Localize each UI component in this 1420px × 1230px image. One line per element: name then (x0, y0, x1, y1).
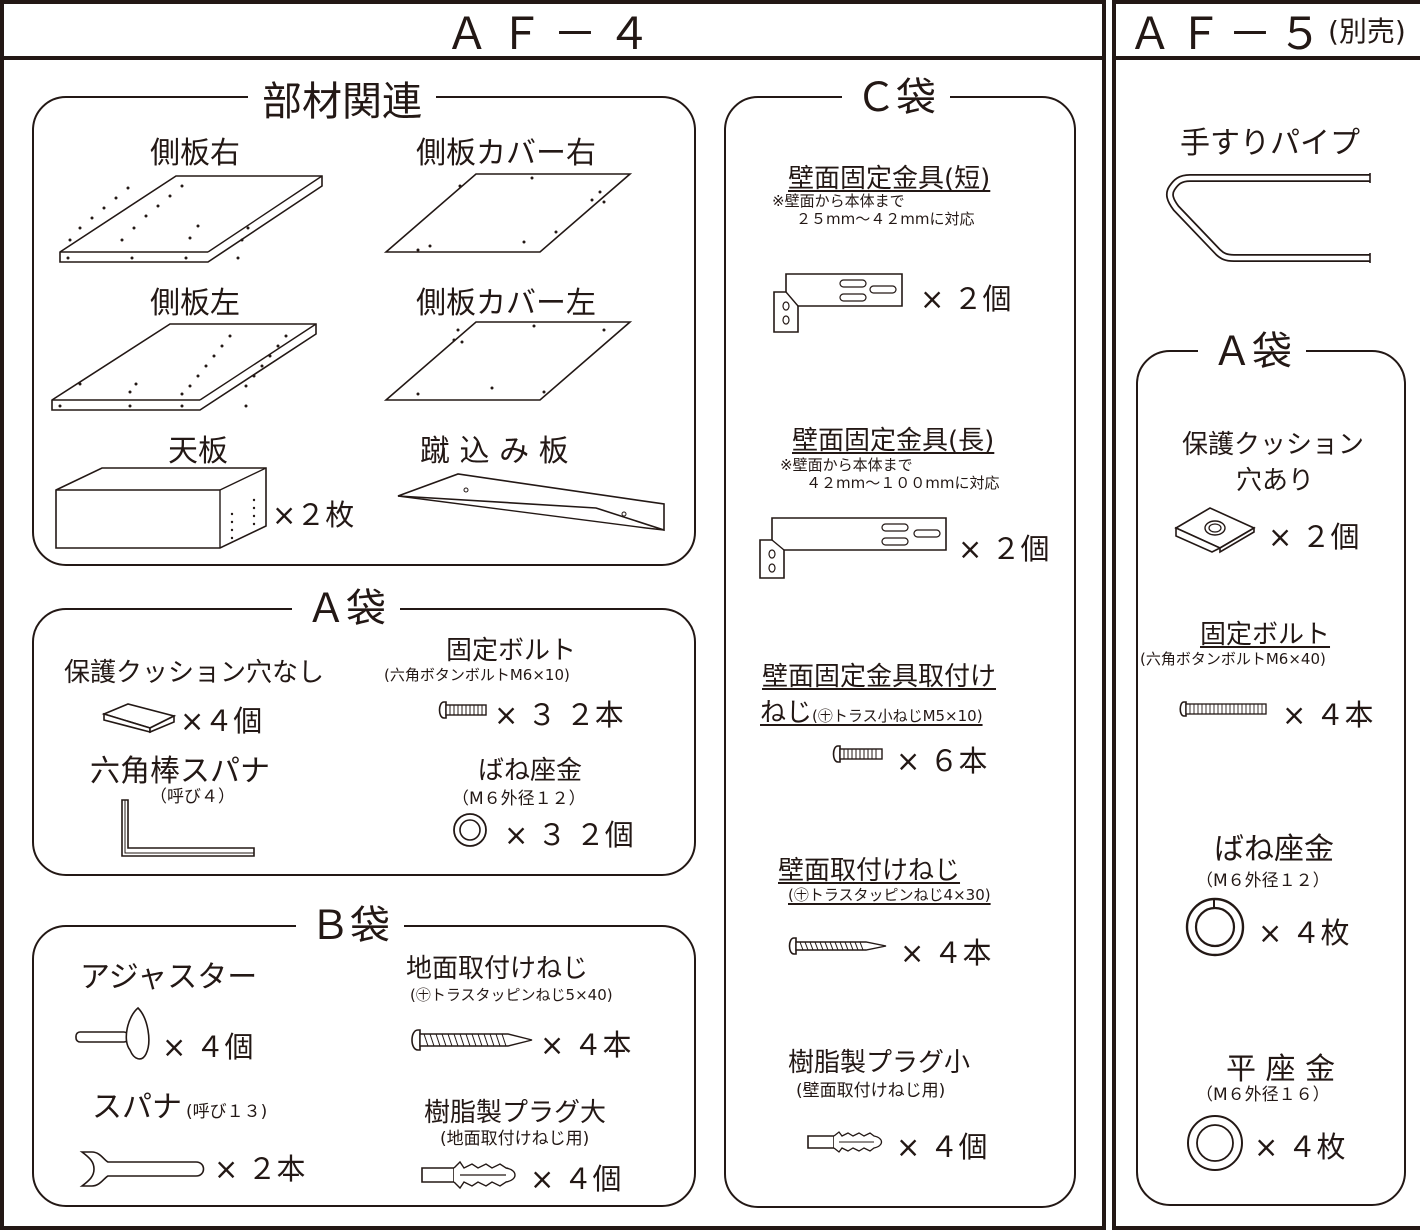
bracket-short-note2: ２５mm～４２mmに対応 (796, 210, 975, 228)
wall-screw-qty: × ４本 (900, 936, 992, 970)
af4-bag-a-title: Ａ袋 (292, 589, 400, 629)
af5-spring-washer-icon (1185, 897, 1245, 957)
bolt-m6x10-qty: × ３ ２本 (494, 698, 624, 732)
wall-screw-spec: (㊉トラスタッピンねじ4×30) (788, 886, 991, 904)
flat-washer-icon (1187, 1115, 1243, 1171)
bracket-long-note2: ４２mm～１００mmに対応 (806, 474, 1000, 492)
af4-bag-a-group (32, 608, 696, 876)
hex-wrench-spec: （呼び４） (150, 787, 235, 807)
plug-large-qty: × ４個 (530, 1162, 622, 1196)
wall-screw-label: 壁面取付けねじ (778, 856, 961, 886)
af5-spring-washer-label: ばね座金 (1214, 832, 1334, 867)
ground-screw-spec: (㊉トラスタッピンねじ5×40) (410, 986, 613, 1004)
cushion-with-hole-label: 保護クッション (1182, 430, 1365, 460)
adjuster-label: アジャスター (80, 960, 258, 995)
af4-bag-c-title: Ｃ袋 (842, 78, 950, 118)
bracket-long-label: 壁面固定金具(長) (792, 426, 995, 456)
cushion-no-hole-qty: ×４個 (180, 704, 263, 738)
spanner-label: スパナ(呼び１３) (92, 1090, 268, 1125)
handrail-pipe-icon (1165, 173, 1371, 263)
af4-bag-b-group (32, 925, 696, 1207)
side-left-panel-illustration (51, 323, 317, 411)
cushion-no-hole-icon (101, 703, 177, 734)
bracket-screw-spec: (㊉トラス小ねじM5×10) (812, 707, 983, 725)
spring-washer-m6-qty: × ３ ２個 (504, 818, 634, 852)
bracket-short-icon (773, 273, 903, 333)
spring-washer-m6-spec: （M６外径１２） (452, 789, 586, 809)
parts-group-title: 部材関連 (248, 82, 436, 122)
bracket-long-qty: × ２個 (958, 532, 1050, 566)
bolt-m6x40-label: 固定ボルト (1200, 620, 1331, 650)
spanner-icon (79, 1151, 205, 1187)
adjuster-icon (75, 1006, 150, 1060)
hex-wrench-icon (121, 799, 255, 857)
plug-small-label: 樹脂製プラグ小 (788, 1048, 971, 1078)
cushion-with-hole-label-2: 穴あり (1236, 466, 1315, 496)
bolt-m6x10-icon (438, 701, 487, 719)
flat-washer-spec: （M６外径１６） (1196, 1085, 1330, 1105)
bracket-long-note1: ※壁面から本体まで (780, 456, 913, 474)
bolt-m6x40-icon (1179, 701, 1267, 717)
side-cover-left-illustration (383, 321, 633, 401)
af4-bag-b-title: Ｂ袋 (296, 906, 404, 946)
bracket-long-icon (759, 517, 947, 579)
side-cover-left-label: 側板カバー左 (416, 286, 596, 321)
kick-board-illustration (397, 473, 665, 532)
bracket-screw-label: 壁面固定金具取付け (762, 662, 997, 692)
plug-large-spec: (地面取付けねじ用) (440, 1129, 590, 1149)
top-board-qty: ×２枚 (272, 498, 355, 532)
spanner-qty: × ２本 (214, 1152, 306, 1186)
cushion-with-hole-icon (1174, 507, 1256, 554)
cushion-no-hole-label: 保護クッション穴なし (64, 658, 325, 688)
side-left-label: 側板左 (150, 286, 240, 321)
spanner-spec: (呼び１３) (186, 1102, 268, 1122)
af5-title-suffix: (別売) (1328, 15, 1406, 48)
plug-small-icon (807, 1131, 883, 1153)
bracket-short-qty: × ２個 (920, 282, 1012, 316)
top-board-label: 天板 (168, 434, 228, 469)
flat-washer-qty: × ４枚 (1254, 1130, 1346, 1164)
bolt-m6x40-spec: (六角ボタンボルトM6×40) (1140, 650, 1326, 668)
bracket-screw-icon (832, 745, 883, 763)
plug-small-spec: (壁面取付けねじ用) (796, 1081, 946, 1101)
ground-screw-qty: × ４本 (540, 1028, 632, 1062)
adjuster-qty: × ４個 (162, 1030, 254, 1064)
hex-wrench-label: 六角棒スパナ (90, 754, 270, 789)
spring-washer-m6-icon (453, 813, 487, 847)
af4-title: ＡＦ－４ (4, 4, 1102, 60)
af5-spring-washer-spec: （M６外径１２） (1196, 871, 1330, 891)
af5-spring-washer-qty: × ４枚 (1258, 916, 1350, 950)
kick-board-label: 蹴 込 み 板 (420, 434, 569, 469)
bracket-screw-label-2: ねじ(㊉トラス小ねじM5×10) (760, 698, 983, 728)
af5-bag-a-group (1136, 350, 1406, 1206)
handrail-label: 手すりパイプ (1180, 126, 1360, 161)
bracket-short-label: 壁面固定金具(短) (788, 164, 991, 194)
bracket-short-note1: ※壁面から本体まで (772, 192, 905, 210)
spring-washer-m6-label: ばね座金 (478, 756, 583, 786)
af5-bag-a-title: Ａ袋 (1198, 332, 1306, 372)
ground-screw-label: 地面取付けねじ (406, 954, 589, 984)
plug-small-qty: × ４個 (896, 1130, 988, 1164)
ground-screw-icon (411, 1029, 533, 1051)
side-cover-right-label: 側板カバー右 (416, 136, 596, 171)
bolt-m6x10-label: 固定ボルト (446, 636, 577, 666)
side-right-label: 側板右 (150, 136, 240, 171)
top-board-illustration (55, 467, 267, 549)
flat-washer-label: 平 座 金 (1226, 1052, 1336, 1087)
plug-large-label: 樹脂製プラグ大 (424, 1098, 607, 1128)
cushion-with-hole-qty: × ２個 (1268, 520, 1360, 554)
bolt-m6x40-qty: × ４本 (1282, 698, 1374, 732)
af5-title: ＡＦ－５(別売) (1116, 4, 1420, 60)
plug-large-icon (421, 1160, 516, 1190)
bracket-screw-qty: × ６本 (896, 744, 988, 778)
bolt-m6x10-spec: (六角ボタンボルトM6×10) (384, 666, 570, 684)
side-right-panel-illustration (59, 175, 323, 263)
side-cover-right-illustration (383, 173, 633, 253)
wall-screw-icon (788, 937, 887, 955)
